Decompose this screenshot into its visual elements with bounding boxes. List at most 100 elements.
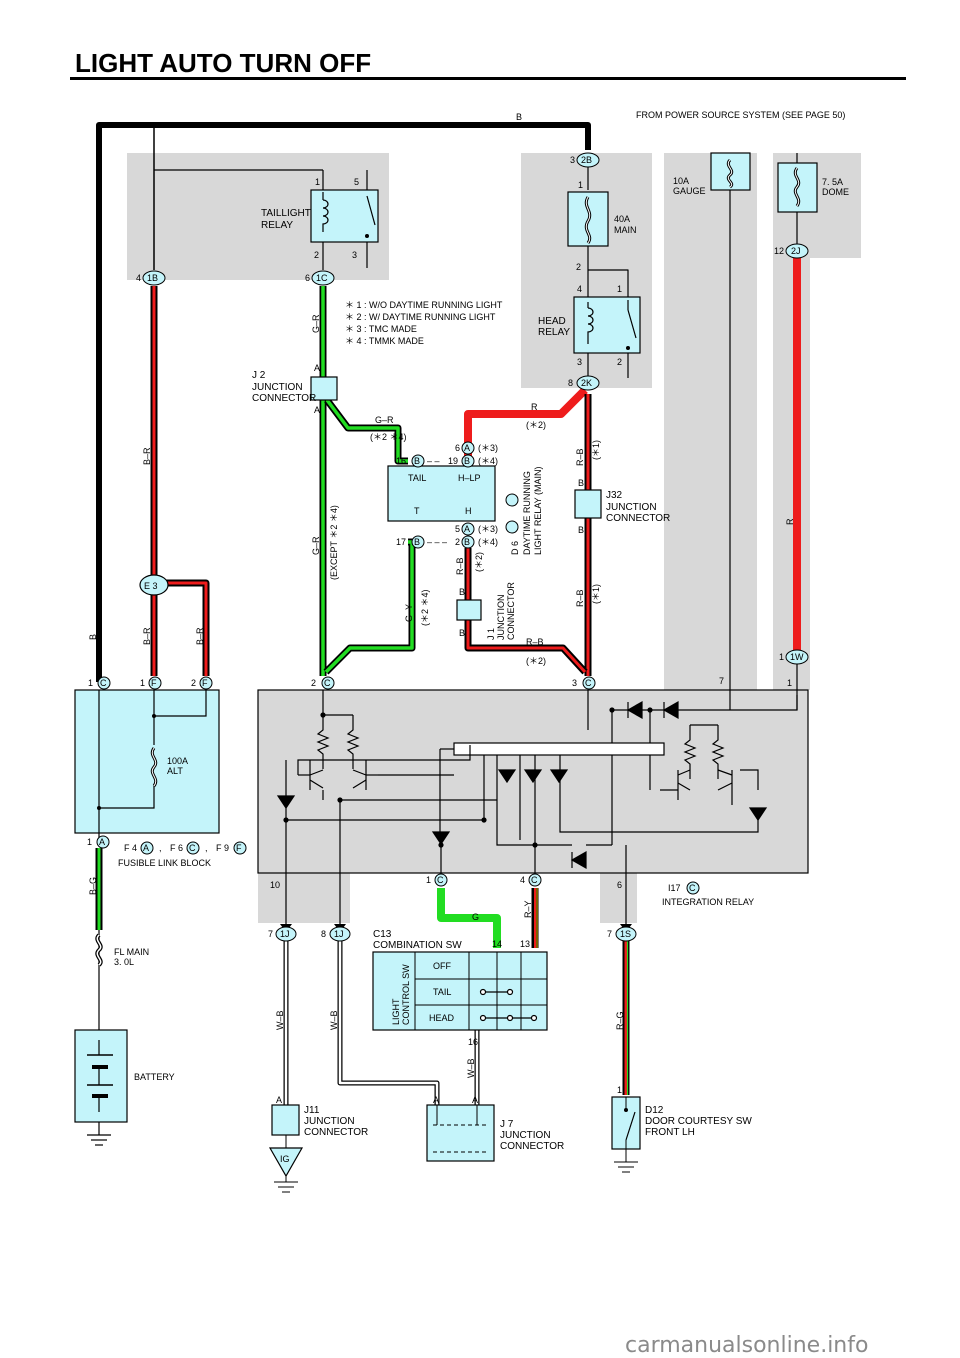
pin-label: 10 [270, 880, 280, 890]
drl-terminal: H–LP [458, 473, 481, 483]
variant-label: (＊1) [591, 584, 601, 604]
pin-label: 1 [578, 180, 583, 190]
wire-label: B–R [142, 627, 152, 645]
fuse-label: DOME [822, 187, 849, 197]
j7-label: JUNCTION [500, 1130, 551, 1141]
pin-label: 1 [88, 678, 93, 688]
variant-label: (EXCEPT ＊2 ＊4) [329, 505, 339, 580]
j32-label: CONNECTOR [606, 513, 670, 524]
j32-label: JUNCTION [606, 502, 657, 513]
wire-label: G–Y [404, 604, 414, 622]
j2-label: J 2 [252, 370, 266, 381]
fl-main-fusible-link: FL MAIN 3. 0L [95, 933, 149, 967]
pin-label: 13 [520, 939, 530, 949]
sw-position-head: HEAD [429, 1013, 455, 1023]
door-sw-label: DOOR COURTESY SW [645, 1116, 752, 1127]
pin-label: 1 [140, 678, 145, 688]
head-relay: 4 1 3 2 HEAD RELAY [538, 284, 641, 378]
gauge-fuse-10a: 10A GAUGE [673, 152, 751, 196]
pin-label: 2 [191, 678, 196, 688]
wire-label: R–B [575, 448, 585, 466]
wire-label: R [531, 402, 538, 412]
pin-label: A [472, 1095, 478, 1105]
wire-label: B–R [142, 447, 152, 465]
j7-label: CONNECTOR [500, 1141, 564, 1152]
drl-label: LIGHT RELAY (MAIN) [533, 466, 543, 555]
pin-label: 3 [352, 250, 357, 260]
ig-label: IG [280, 1154, 290, 1164]
pin-label: 3 [572, 678, 577, 688]
variant-label: (＊4) [478, 456, 498, 466]
j7-junction-connector: A A J 7 JUNCTION CONNECTOR [426, 1095, 564, 1162]
taillight-relay-label-2: RELAY [261, 220, 293, 231]
wire-label: B–R [195, 627, 205, 645]
pin-label: 8 [321, 929, 326, 939]
drl-terminal: T [414, 506, 420, 516]
pin-label: 17 [396, 537, 406, 547]
wire-label: R [785, 518, 795, 525]
wire-label: R–B [526, 637, 544, 647]
variant-label: (＊3) [478, 524, 498, 534]
pin-label: 16 [396, 456, 406, 466]
pin-label: 1 [617, 284, 622, 294]
drl-relay: TAIL H–LP T H B 16 – – A 6 (＊3) B 19 (＊4… [387, 441, 543, 555]
pin-label: B [578, 525, 584, 535]
note-line: ＊ 4 : TMMK MADE [345, 336, 424, 346]
pin-label: 4 [136, 273, 141, 283]
j11-junction-connector: A IG J11 JUNCTION CONNECTOR [268, 1095, 368, 1193]
pin-label: 6 [305, 273, 310, 283]
connector-label: C [531, 875, 538, 885]
pin-label: A [314, 363, 320, 373]
battery: BATTERY [74, 1029, 175, 1146]
j2-label: CONNECTOR [252, 393, 316, 404]
door-courtesy-switch: 1 D12 DOOR COURTESY SW FRONT LH [611, 1085, 752, 1173]
fusible-code: F 9 [216, 843, 229, 853]
connector-label: F [151, 678, 157, 688]
pin-label: A [314, 405, 320, 415]
connector-label: C [437, 875, 444, 885]
connector-label: A [464, 524, 470, 534]
j7-label: J 7 [500, 1119, 514, 1130]
pin-label: 6 [617, 880, 622, 890]
wire-label: W–B [275, 1010, 285, 1030]
j11-label: J11 [304, 1105, 320, 1116]
connector-label: A [143, 843, 149, 853]
dash-marker: – – [427, 456, 440, 466]
variant-label: (＊3) [478, 443, 498, 453]
wires [95, 122, 801, 1135]
pin-label: 1 [426, 875, 431, 885]
wire-label: B [88, 634, 98, 640]
fuse-label: 40A [614, 214, 630, 224]
connector-label: B [464, 456, 470, 466]
sw-position-tail: TAIL [433, 987, 451, 997]
j1-label: CONNECTOR [506, 582, 516, 640]
pin-label: 5 [455, 524, 460, 534]
main-fuse-40a: 2B 3 1 40A MAIN 2 [567, 152, 637, 272]
wire-label: G–R [311, 314, 321, 333]
pin-label: 5 [354, 177, 359, 187]
integration-relay-top-connectors: C 2 C 3 7 1 1W 1 [311, 649, 809, 690]
pin-label: 1 [787, 678, 792, 688]
alt-label: ALT [167, 766, 183, 776]
pin-label: 19 [448, 456, 458, 466]
j1-junction-connector: B B J 1 JUNCTION CONNECTOR [456, 582, 516, 641]
pin-label: 1 [779, 652, 784, 662]
j2-junction-connector: J 2 JUNCTION CONNECTOR A A [252, 363, 338, 415]
connector-label: 1S [620, 929, 631, 939]
connector-label: C [100, 678, 107, 688]
separator: , [205, 843, 208, 853]
wire-labels: B B–R B–R B–R B G–R G–R (EXCEPT ＊2 ＊4) G… [88, 112, 795, 1078]
pin-label: B [459, 628, 465, 638]
integration-relay-label: INTEGRATION RELAY [662, 897, 754, 907]
taillight-relay-label-1: TAILLIGHT [261, 208, 311, 219]
j1-label: JUNCTION [496, 595, 506, 641]
connector-label: A [99, 837, 105, 847]
connector-label: A [464, 443, 470, 453]
relay-label: RELAY [538, 327, 570, 338]
integration-relay [257, 664, 809, 874]
pin-label: 1 [617, 1085, 622, 1095]
pin-label: 2 [455, 537, 460, 547]
connector-1B: 1B 4 [136, 270, 166, 286]
connector-label: 2B [581, 155, 592, 165]
door-sw-label: FRONT LH [645, 1127, 695, 1138]
